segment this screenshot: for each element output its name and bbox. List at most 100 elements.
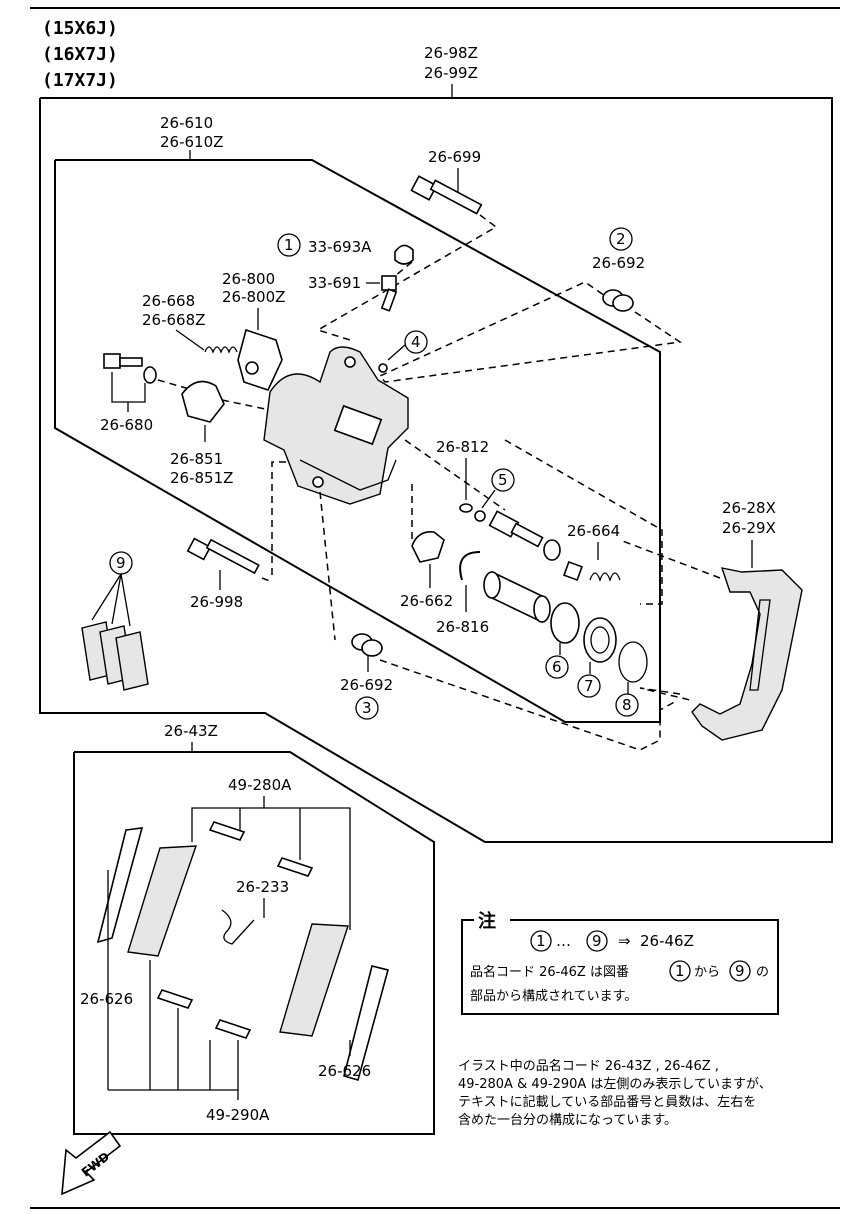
note-title: 注 [478, 910, 496, 932]
note-line3: 部品から構成されています。 [470, 989, 637, 1004]
callout-9: 9 [109, 551, 133, 575]
svg-text:3: 3 [362, 699, 372, 717]
label-49-290a: 49-290A [206, 1106, 270, 1124]
part-26812-shape [459, 503, 473, 513]
part-26662-shape [411, 530, 445, 563]
leader-9b [111, 573, 122, 625]
bushing-top-shape [602, 289, 634, 312]
label-26-610z: 26-610Z [160, 133, 223, 151]
label-26-610: 26-610 [160, 114, 213, 132]
callout-4-part [378, 363, 388, 373]
dash-caliper-center [319, 491, 336, 641]
part-26664-nut [563, 561, 583, 581]
leader-9c [120, 573, 131, 627]
dash-26692-top [378, 281, 683, 383]
note-arrow: ⇒ [618, 932, 631, 950]
callout-8: 8 [615, 693, 639, 717]
note-to: 9 [592, 932, 602, 950]
svg-text:8: 8 [622, 696, 632, 714]
note-line2-to: 9 [735, 962, 745, 980]
label-26-233: 26-233 [236, 878, 289, 896]
svg-text:2: 2 [616, 230, 626, 248]
callout-4: 4 [404, 330, 428, 354]
note-box: 注 1 … 9 ⇒ 26-46Z 品名コード 26-46Z は図番 1 から 9… [461, 910, 779, 1015]
footnote-line4: 含めた一台分の構成になっています。 [458, 1112, 677, 1128]
callout-7: 7 [577, 674, 601, 698]
label-26-800: 26-800 [222, 270, 275, 288]
label-26-692-bottom: 26-692 [340, 676, 393, 694]
fwd-arrow-icon: FWD [61, 1130, 122, 1196]
label-26-98z: 26-98Z [424, 44, 478, 62]
leader-4 [387, 344, 406, 361]
callout-6: 6 [545, 655, 569, 679]
leader-5 [481, 489, 496, 509]
dash-26692-bottom [379, 659, 679, 751]
leader-49290a-frame [108, 1040, 239, 1091]
svg-text:7: 7 [584, 677, 594, 695]
label-26-680: 26-680 [100, 416, 153, 434]
variant-3: (17X7J) [42, 70, 118, 91]
parking-lever-shape [237, 328, 283, 391]
clip-lower-right [214, 1019, 252, 1039]
leader-26668 [175, 329, 205, 351]
svg-text:9: 9 [116, 554, 126, 572]
bolt-26680-shape [103, 353, 157, 384]
leader-9a [91, 573, 122, 621]
clip-upper-right [276, 857, 314, 877]
pad-right-shape [279, 923, 389, 1081]
mounting-bracket-shape [691, 567, 803, 741]
clip-upper-left [208, 821, 246, 841]
label-26-28x: 26-28X [722, 499, 776, 517]
svg-text:6: 6 [552, 658, 562, 676]
footnote-line1: イラスト中の品名コード 26-43Z , 26-46Z , [458, 1058, 719, 1074]
bleeder-cap-shape [394, 244, 414, 265]
dash-26851 [221, 399, 271, 411]
dash-bracket-bottom [639, 687, 691, 701]
label-26-43z: 26-43Z [164, 722, 218, 740]
footnote-line3: テキストに記載している部品番号と員数は、左右を [458, 1094, 756, 1110]
bolt-26998-shape [186, 537, 260, 575]
seal-6-shape [550, 602, 580, 644]
callout-5-part [474, 510, 486, 522]
adjuster-shape [488, 510, 561, 561]
note-code: 26-46Z [640, 932, 694, 950]
bleeder-screw-shape [380, 275, 398, 312]
lever-pivot [245, 361, 259, 375]
pad-left-shape [96, 827, 198, 957]
bushing-bottom-shape [351, 633, 383, 657]
label-26-699: 26-699 [428, 148, 481, 166]
spring-shape [204, 346, 238, 354]
leader-26680 [111, 372, 146, 403]
dash-26998 [261, 577, 273, 583]
note-from: 1 [536, 932, 546, 950]
label-26-668z: 26-668Z [142, 311, 205, 329]
label-26-626-left: 26-626 [80, 990, 133, 1008]
note-line2-kara: から [694, 965, 720, 980]
label-26-851z: 26-851Z [170, 469, 233, 487]
label-26-800z: 26-800Z [222, 288, 285, 306]
callout-1: 1 [277, 233, 301, 257]
label-26-816: 26-816 [436, 618, 489, 636]
dash-piston-group [504, 439, 663, 605]
note-ellipsis: … [556, 932, 571, 950]
seal-7-inner [590, 626, 610, 654]
dash-33691 [394, 261, 413, 277]
label-26-662: 26-662 [400, 592, 453, 610]
callout-2: 2 [609, 227, 633, 251]
pad-assembly-boundary [73, 751, 435, 1135]
note-line2: 品名コード 26-46Z は図番 [470, 964, 629, 980]
bolt-26699-shape [410, 175, 483, 215]
label-26-692-top: 26-692 [592, 254, 645, 272]
seal-7-shape [583, 617, 617, 663]
dash-26699 [316, 214, 498, 341]
snap-ring-shape [459, 551, 481, 581]
callout-5: 5 [491, 468, 515, 492]
label-26-812: 26-812 [436, 438, 489, 456]
part-26664-spring [589, 572, 621, 582]
dash-bracket-top [619, 539, 721, 579]
seal-8-shape [618, 641, 648, 683]
variant-1: (15X6J) [42, 18, 118, 39]
shim-set-shape [81, 621, 149, 691]
label-26-998: 26-998 [190, 593, 243, 611]
